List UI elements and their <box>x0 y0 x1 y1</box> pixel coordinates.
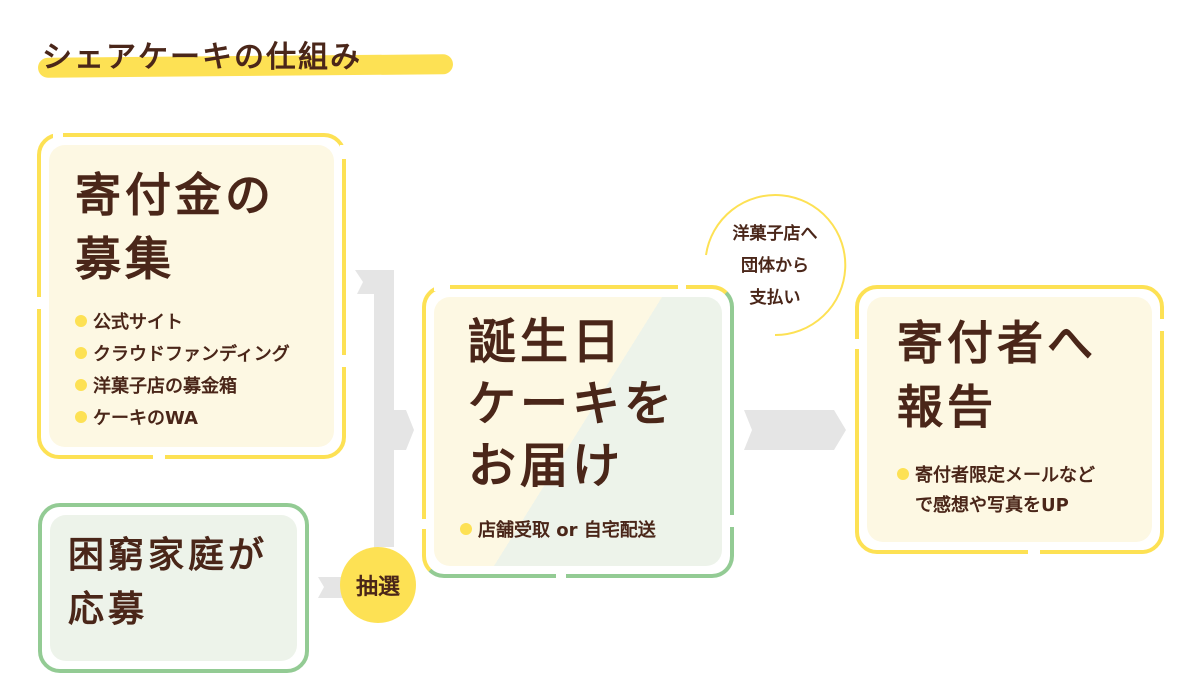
report-box: 寄付者へ 報告 寄付者限定メールなど で感想や写真をUP <box>853 285 1166 556</box>
bullet-item: クラウドファンディング <box>75 339 290 371</box>
connector-vertical <box>374 271 394 547</box>
donation-title: 寄付金の 募集 <box>75 168 275 286</box>
report-title: 寄付者へ 報告 <box>897 316 1097 434</box>
donation-box: 寄付金の 募集 公式サイト クラウドファンディング 洋菓子店の募金箱 ケーキのW… <box>35 131 348 461</box>
family-box: 困窮家庭が 応募 <box>38 503 309 673</box>
bullet-item: 寄付者限定メールなど で感想や写真をUP <box>897 461 1095 521</box>
bullet-icon <box>75 347 87 359</box>
connector-top-notch <box>355 270 394 294</box>
delivery-title: 誕生日 ケーキを お届け <box>468 314 677 494</box>
arrow-to-delivery <box>392 410 414 450</box>
bullet-icon <box>897 468 909 480</box>
lottery-badge: 抽選 <box>340 547 416 623</box>
bullet-icon <box>75 411 87 423</box>
page-title: シェアケーキの仕組み <box>42 40 362 75</box>
family-title: 困窮家庭が 応募 <box>68 535 269 630</box>
bullet-icon <box>75 379 87 391</box>
arrow-to-report <box>744 410 846 450</box>
bullet-item: 店舗受取 or 自宅配送 <box>460 515 656 547</box>
payment-note-circle <box>705 194 847 337</box>
bullet-item: ケーキのWA <box>75 403 290 435</box>
delivery-box: 誕生日 ケーキを お届け 店舗受取 or 自宅配送 <box>420 283 736 580</box>
bullet-icon <box>75 315 87 327</box>
bullet-item: 洋菓子店の募金箱 <box>75 371 290 403</box>
bullet-item: 公式サイト <box>75 307 290 339</box>
payment-note: 洋菓子店へ 団体から 支払い <box>732 224 818 308</box>
bullet-icon <box>460 523 472 535</box>
donation-bullets: 公式サイト クラウドファンディング 洋菓子店の募金箱 ケーキのWA <box>75 307 290 435</box>
